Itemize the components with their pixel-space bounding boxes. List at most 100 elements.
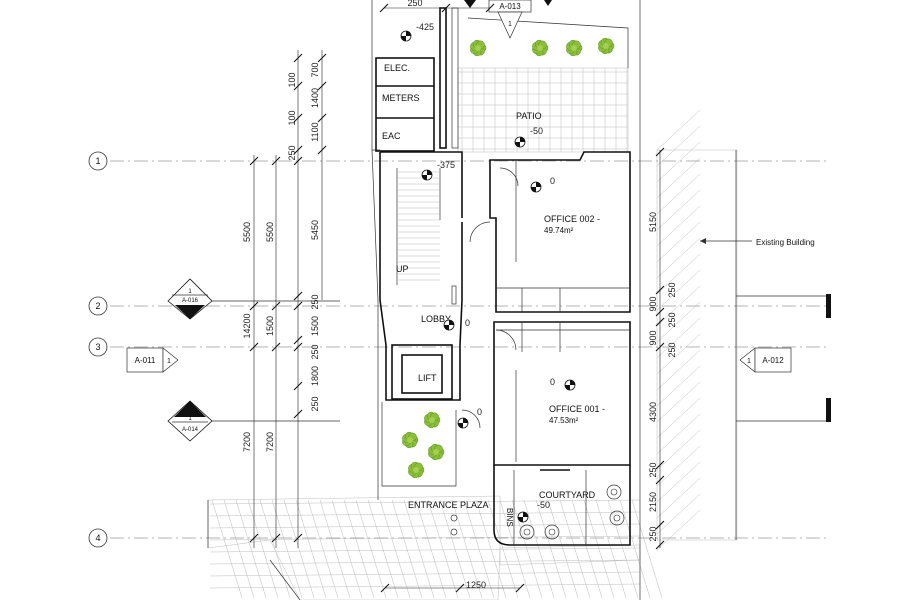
dim-left-inner-1: 1400 bbox=[310, 88, 320, 108]
plaza-paving bbox=[207, 495, 663, 600]
dim-left-mid-1: 1500 bbox=[265, 316, 275, 336]
tree-icon bbox=[428, 443, 445, 461]
room-label-bins: BINS bbox=[505, 508, 514, 527]
dim-right-4b: 250 bbox=[667, 342, 677, 357]
level-marker-lobby: 0 bbox=[443, 318, 470, 331]
planting bbox=[402, 37, 625, 540]
dim-top-0: 250 bbox=[407, 0, 422, 8]
room-labels: ELEC. METERS EAC PATIO UP LOBBY LIFT OFF… bbox=[382, 63, 815, 527]
section-ref-left-lower: A-014 bbox=[182, 427, 199, 433]
elevation-tag-left-ref: A-011 bbox=[135, 356, 156, 365]
level-value-lobby: 0 bbox=[465, 318, 470, 328]
dimension-text-left-inner: 700 1400 1100 250 5450 250 1500 250 1800… bbox=[287, 62, 320, 411]
tree-icon bbox=[598, 37, 615, 55]
dim-left-mid-2: 7200 bbox=[265, 432, 275, 452]
dim-left-outer-1: 14200 bbox=[242, 313, 252, 338]
section-num-top: 1 bbox=[508, 21, 512, 28]
elevation-tag-left: A-011 1 bbox=[126, 347, 179, 373]
dim-left-inner-7: 250 bbox=[310, 344, 320, 359]
level-marker-office-001: 0 bbox=[550, 377, 576, 391]
planter-icon bbox=[606, 484, 622, 500]
level-marker-office-002: 0 bbox=[530, 176, 555, 193]
level-marker-patio: -50 bbox=[514, 126, 543, 148]
building-walls bbox=[375, 7, 737, 546]
dim-left-inner-4: 5450 bbox=[310, 220, 320, 240]
dim-right-7: 2150 bbox=[648, 492, 658, 512]
tree-icon bbox=[408, 461, 425, 479]
section-ref-left-upper: A-016 bbox=[182, 298, 199, 304]
level-value-courtyard: -50 bbox=[537, 500, 550, 510]
dim-left-inner-col-1: 100 bbox=[287, 110, 297, 125]
level-marker-stair: -375 bbox=[421, 160, 455, 181]
dim-right-1: 900 bbox=[648, 296, 658, 311]
dim-right-4: 250 bbox=[667, 312, 677, 327]
existing-building-hatch bbox=[656, 109, 738, 551]
planter-icon bbox=[609, 510, 625, 526]
dim-bottom-0: 1250 bbox=[466, 580, 486, 590]
dim-left-mid-0: 5500 bbox=[265, 222, 275, 242]
dimension-text-top-bottom: 250 1250 bbox=[407, 0, 486, 590]
level-marker-courtyard: -50 bbox=[517, 500, 550, 523]
room-label-office-002: OFFICE 002 - bbox=[544, 214, 600, 224]
dim-right-3: 900 bbox=[648, 330, 658, 345]
room-label-office-001: OFFICE 001 - bbox=[549, 404, 605, 414]
dim-left-inner-3: 250 bbox=[287, 145, 297, 160]
dimension-text-left-mid: 5500 1500 7200 bbox=[265, 222, 275, 452]
room-area-office-002: 49.74m² bbox=[544, 226, 574, 235]
dim-left-inner-6: 1500 bbox=[310, 316, 320, 336]
grid-label-2: 2 bbox=[95, 301, 100, 311]
level-markers: -425 -50 -375 0 0 0 0 -50 bbox=[400, 22, 576, 523]
elevation-tag-right-num: 1 bbox=[747, 358, 751, 365]
planter-icon bbox=[544, 524, 560, 540]
tree-icon bbox=[470, 39, 487, 57]
grid-line-4: 4 bbox=[88, 528, 830, 548]
room-label-up: UP bbox=[396, 264, 409, 274]
tree-icon bbox=[424, 411, 441, 429]
section-marker-left-upper: 1 A-016 bbox=[167, 278, 340, 320]
dim-right-0: 5150 bbox=[648, 212, 658, 232]
elevation-tag-right: A-012 1 bbox=[739, 347, 792, 373]
room-label-courtyard: COURTYARD bbox=[539, 490, 596, 500]
dim-right-5: 4300 bbox=[648, 402, 658, 422]
level-marker-top: -425 bbox=[400, 22, 434, 42]
level-value-stair: -375 bbox=[437, 160, 455, 170]
grid-line-3: 3 bbox=[88, 337, 830, 357]
dim-left-outer-2: 7200 bbox=[242, 432, 252, 452]
level-value-office-001: 0 bbox=[550, 377, 555, 387]
grid-label-3: 3 bbox=[95, 342, 100, 352]
dim-left-inner-9: 250 bbox=[310, 396, 320, 411]
grid-line-2: 2 bbox=[88, 296, 830, 316]
site-boundary bbox=[207, 0, 641, 600]
dimension-lines bbox=[249, 3, 665, 593]
level-marker-entrance: 0 bbox=[457, 407, 482, 429]
dim-left-outer-0: 5500 bbox=[242, 222, 252, 242]
dim-left-inner-0: 700 bbox=[310, 62, 320, 77]
dim-left-inner-col-0: 100 bbox=[287, 72, 297, 87]
room-area-office-001: 47.53m² bbox=[549, 416, 579, 425]
tree-icon bbox=[566, 39, 583, 57]
level-value-patio: -50 bbox=[530, 126, 543, 136]
elevation-tag-right-ref: A-012 bbox=[762, 356, 784, 365]
planter-icon bbox=[519, 524, 535, 540]
grid-label-1: 1 bbox=[95, 156, 100, 166]
section-cut-right bbox=[736, 294, 831, 422]
room-label-eac: EAC bbox=[382, 131, 401, 141]
room-label-entrance-plaza: ENTRANCE PLAZA bbox=[408, 500, 489, 510]
section-marker-left-lower: 1 A-014 bbox=[167, 400, 340, 442]
elevation-tag-left-num: 1 bbox=[167, 358, 171, 365]
dim-right-2: 250 bbox=[667, 282, 677, 297]
tree-icon bbox=[532, 39, 549, 57]
dim-right-6: 250 bbox=[648, 462, 658, 477]
dimension-text-right: 5150 900 250 900 250 4300 250 2150 250 2… bbox=[648, 212, 677, 542]
tree-icon bbox=[402, 431, 419, 449]
level-value-entrance: 0 bbox=[477, 407, 482, 417]
dim-right-8: 250 bbox=[648, 526, 658, 541]
grid-line-1: 1 bbox=[88, 151, 830, 171]
room-label-lift: LIFT bbox=[418, 373, 437, 383]
room-label-patio: PATIO bbox=[516, 111, 542, 121]
dim-left-inner-8: 1800 bbox=[310, 366, 320, 386]
level-value-office-002: 0 bbox=[550, 176, 555, 186]
section-tag-top: A-013 bbox=[499, 2, 521, 11]
section-num-left-lower: 1 bbox=[188, 416, 192, 422]
